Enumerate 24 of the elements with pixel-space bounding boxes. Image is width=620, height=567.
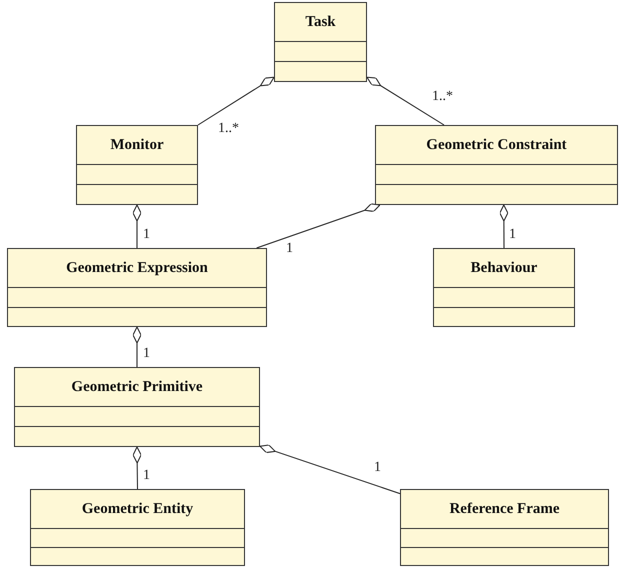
- class-box: [76, 125, 198, 205]
- aggregation-line: [132, 326, 142, 368]
- class-name: Behaviour: [470, 260, 538, 276]
- class-box: [375, 125, 618, 205]
- aggregation-line: [499, 204, 508, 248]
- aggregation-line: [260, 444, 400, 494]
- class-box: [14, 367, 260, 447]
- class-name: Task: [305, 14, 336, 30]
- class-name: Geometric Constraint: [426, 136, 567, 154]
- aggregation-line: [132, 204, 142, 248]
- class-box: [274, 2, 367, 82]
- class-box: [433, 248, 575, 327]
- aggregation-line: [198, 76, 274, 126]
- class-name: Reference Frame: [449, 500, 560, 518]
- class-box: [30, 489, 245, 566]
- class-name: Geometric Expression: [66, 260, 208, 276]
- aggregation-line: [132, 446, 142, 490]
- aggregation-line: [366, 76, 444, 126]
- class-box: [400, 489, 609, 566]
- class-box: [7, 248, 267, 327]
- class-name: Monitor: [110, 136, 164, 154]
- class-name: Geometric Primitive: [71, 378, 203, 396]
- aggregation-line: [256, 203, 380, 248]
- class-name: Geometric Entity: [82, 500, 194, 518]
